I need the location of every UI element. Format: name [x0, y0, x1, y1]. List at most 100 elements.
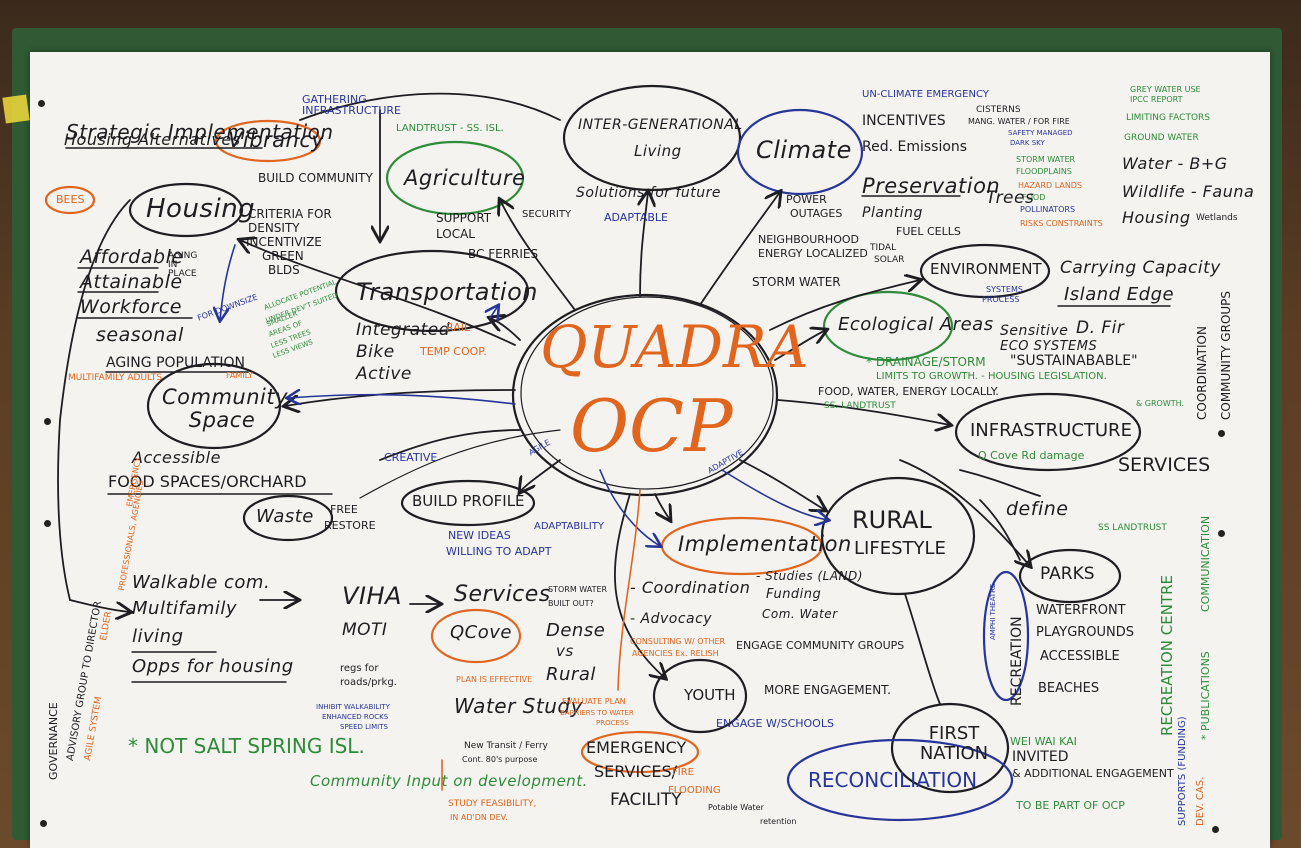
node-ground-water: GROUND WATER — [1124, 133, 1199, 143]
node-ipcc: IPCC REPORT — [1130, 95, 1183, 104]
waste-ellipse — [242, 494, 334, 542]
node-temp-coop: TEMP COOP. — [420, 345, 487, 358]
node-living2: living — [132, 626, 184, 647]
node-blds: BLDS — [268, 263, 300, 277]
node-growth: & GROWTH. — [1136, 399, 1185, 408]
node-implementation: Implementation — [678, 532, 852, 556]
node-agriculture: Agriculture — [404, 166, 526, 190]
node-flooding: FLOODING — [668, 785, 721, 796]
link-agriculture — [500, 200, 576, 311]
node-vs: vs — [556, 642, 574, 660]
node-limits: LIMITS TO GROWTH. - HOUSING LEGISLATION. — [876, 371, 1107, 382]
node-attainable: Attainable — [80, 271, 183, 293]
board-dot — [44, 520, 51, 527]
node-define: define — [1006, 498, 1069, 520]
link-first-nation — [904, 593, 941, 705]
link-services-down — [979, 499, 1021, 561]
link-intergen — [640, 192, 648, 297]
node-preservation: Preservation — [862, 174, 1001, 198]
node-reconciliation: RECONCILIATION — [808, 768, 978, 792]
node-regs: regs for — [340, 663, 379, 674]
node-process: PROCESS — [982, 295, 1020, 304]
climate-ellipse — [736, 108, 864, 196]
rural-ellipse — [820, 476, 976, 596]
node-amphi: AMPHI THEATRE — [989, 583, 997, 640]
node-enhanced: ENHANCED ROCKS — [322, 713, 389, 721]
node-playgrounds: PLAYGROUNDS — [1036, 625, 1135, 640]
flipchart-paper — [30, 52, 1270, 848]
node-first-nation-1: FIRST NATION — [914, 724, 994, 764]
node-facility: FACILITY — [610, 790, 682, 810]
recreation-ellipse — [982, 570, 1030, 702]
node-parks: PARKS — [1040, 564, 1095, 584]
node-governance: GOVERNANCE — [47, 702, 60, 780]
board-dot — [40, 820, 47, 827]
first-nation-ellipse — [890, 702, 1010, 794]
node-new-ideas: NEW IDEAS — [448, 529, 511, 542]
node-coordination2: - Coordination — [630, 578, 751, 597]
node-com-water: Com. Water — [762, 607, 838, 621]
ecological-ellipse — [822, 290, 954, 362]
link-youth — [614, 493, 665, 678]
node-active: Active — [356, 364, 412, 384]
node-planting: Planting — [862, 205, 923, 221]
node-housing-r: Housing — [1122, 208, 1191, 227]
node-dense: Dense — [546, 620, 606, 641]
node-local: LOCAL — [436, 227, 475, 241]
link-orange-1 — [617, 489, 641, 691]
node-build-community: BUILD COMMUNITY — [258, 171, 373, 185]
node-recreation: RECREATION — [1009, 616, 1025, 706]
node-invited: INVITED — [1012, 749, 1069, 765]
node-funding: Funding — [766, 587, 822, 602]
node-retention: retention — [760, 817, 797, 826]
node-criteria: CRITERIA FOR — [248, 207, 332, 221]
link-implementation — [654, 493, 670, 520]
node-barriers: BARRIERS TO WATER — [560, 709, 634, 717]
node-systems: SYSTEMS — [986, 285, 1023, 294]
link-housing — [240, 240, 516, 346]
node-climate: Climate — [756, 136, 852, 164]
build-profile-ellipse — [400, 479, 536, 527]
node-food: FOOD — [1022, 193, 1046, 202]
node-green: GREEN — [262, 249, 304, 263]
node-restore: RESTORE — [324, 519, 376, 532]
node-carrying: Carrying Capacity — [1060, 258, 1221, 278]
node-hazard: HAZARD LANDS — [1018, 181, 1083, 190]
node-affordable: Affordable — [80, 246, 184, 268]
link-walkable — [69, 599, 130, 612]
node-gathering: GATHERING INFRASTRUCTURE — [302, 93, 401, 117]
node-speed: SPEED LIMITS — [340, 723, 388, 731]
node-consulting: CONSULTING W/ OTHER — [630, 637, 726, 646]
link-environment — [769, 280, 920, 331]
node-viha: VIHA — [342, 582, 402, 610]
link-build-profile — [520, 459, 561, 492]
node-ss-landtrust2: SS LANDTRUST — [1098, 523, 1167, 533]
link-blue-1 — [599, 469, 660, 546]
node-trees: Trees — [986, 188, 1035, 208]
node-opps: Opps for housing — [132, 656, 294, 677]
node-inhibit: INHIBIT WALKABILITY — [316, 703, 390, 711]
node-study-feasibility: STUDY FEASIBILITY, — [448, 799, 537, 809]
node-engage-schools: ENGAGE W/SCHOOLS — [716, 717, 834, 730]
node-un-climate: UN-CLIMATE EMERGENCY — [862, 89, 989, 100]
node-in-ad-dev: IN AD'DN DEV. — [450, 813, 508, 822]
center-ellipse — [511, 293, 779, 497]
node-willing: WILLING TO ADAPT — [446, 545, 552, 558]
bees-ellipse — [44, 185, 96, 215]
node-additional: & ADDITIONAL ENGAGEMENT — [1012, 767, 1174, 780]
node-process2: PROCESS — [596, 719, 629, 727]
node-recreation-centre: RECREATION CENTRE — [1158, 575, 1176, 736]
node-food-water: FOOD, WATER, ENERGY LOCALLY. — [818, 385, 999, 398]
link-climate — [699, 192, 780, 306]
node-evaluate: EVALUATE PLAN — [562, 697, 626, 706]
link-blue-5 — [288, 395, 516, 404]
node-sensitive: Sensitive — [1000, 323, 1069, 339]
node-bc-ferries: BC FERRIES — [468, 247, 539, 261]
node-new-transit: New Transit / Ferry — [464, 741, 548, 751]
node-roads: roads/prkg. — [340, 677, 397, 688]
node-integrated: Integrated — [356, 320, 451, 340]
node-build-profile: BUILD PROFILE — [412, 492, 525, 510]
node-qcove: QCove — [450, 622, 512, 643]
node-weiwaikai: WEI WAI KAI — [1010, 735, 1077, 748]
node-engage-groups: ENGAGE COMMUNITY GROUPS — [736, 639, 905, 652]
